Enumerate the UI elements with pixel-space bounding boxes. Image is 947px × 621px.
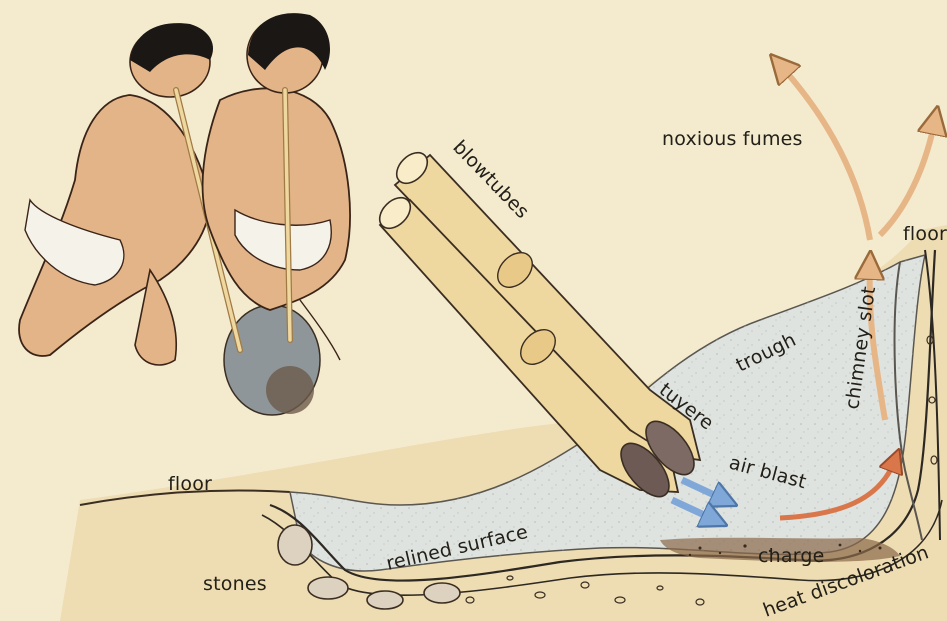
stone — [308, 577, 348, 599]
label-charge: charge — [758, 545, 825, 567]
stone — [424, 583, 460, 603]
label-noxious-fumes: noxious fumes — [662, 128, 803, 150]
label-floor-left: floor — [168, 473, 212, 495]
work-pit-inner — [266, 366, 314, 414]
label-stones: stones — [203, 573, 267, 595]
stone — [278, 525, 312, 565]
label-floor-right: floor — [903, 223, 947, 245]
stone — [367, 591, 403, 609]
